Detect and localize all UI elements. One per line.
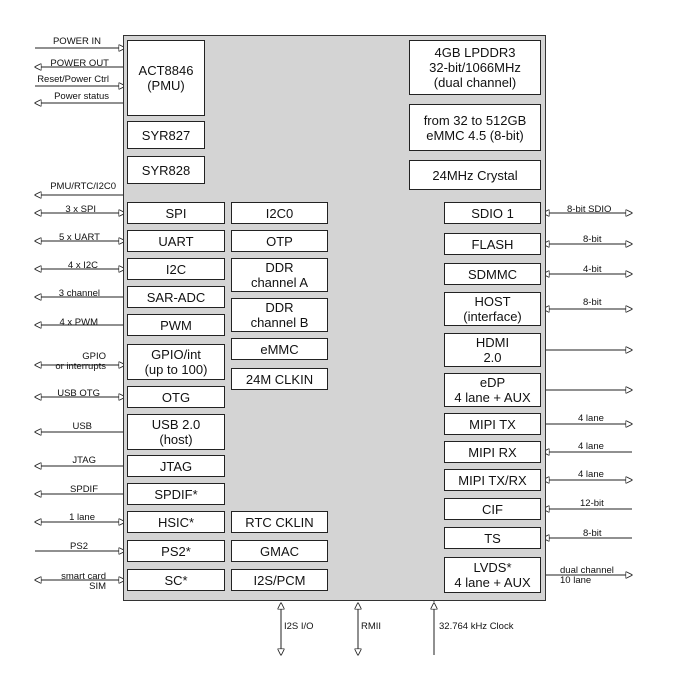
i2c0-block: I2C0 [231,202,328,224]
pmu-block: ACT8846 (PMU) [127,40,205,116]
emmc-memory-block: from 32 to 512GB eMMC 4.5 (8-bit) [409,104,541,151]
gmac-block: GMAC [231,540,328,562]
signal-label-rmii: RMII [361,621,382,632]
edp-block: eDP 4 lane + AUX [444,373,541,407]
emmc-controller-block: eMMC [231,338,328,360]
spi-block: SPI [127,202,225,224]
otp-block: OTP [231,230,328,252]
signal-label-rtc-clock: 32.764 kHz Clock [439,621,514,632]
rtc-clkin-block: RTC CKLIN [231,511,328,533]
signal-label-smart-card: smart card SIM [61,571,106,592]
mipi-txrx-block: MIPI TX/RX [444,469,541,491]
hdmi-block: HDMI 2.0 [444,333,541,367]
sdmmc-block: SDMMC [444,263,541,285]
signal-label-reset-power-ctrl: Reset/Power Ctrl [37,74,109,85]
signal-label-cif: 12-bit [580,498,604,509]
flash-block: FLASH [444,233,541,255]
lvds-block: LVDS* 4 lane + AUX [444,557,541,593]
signal-label-jtag: JTAG [72,455,96,466]
signal-label-ps2: PS2 [70,541,88,552]
signal-label-mipi-tx: 4 lane [578,413,604,424]
signal-label-uart: 5 x UART [58,232,100,243]
i2c-block: I2C [127,258,225,280]
signal-label-power-in: POWER IN [52,36,101,47]
syr828-block: SYR828 [127,156,205,184]
mipi-tx-block: MIPI TX [444,413,541,435]
signal-label-i2c: 4 x I2C [67,260,98,271]
gpio-block: GPIO/int (up to 100) [127,344,225,380]
crystal-24mhz-block: 24MHz Crystal [409,160,541,190]
ts-block: TS [444,527,541,549]
signal-label-hsic: 1 lane [69,512,95,523]
syr827-block: SYR827 [127,121,205,149]
usb-host-block: USB 2.0 (host) [127,414,225,450]
signal-label-power-out: POWER OUT [50,58,109,69]
smartcard-block: SC* [127,569,225,591]
pwm-block: PWM [127,314,225,336]
ddr-channel-b-block: DDR channel B [231,298,328,332]
ddr-channel-a-block: DDR channel A [231,258,328,292]
signal-label-spi: 3 x SPI [65,204,96,215]
signal-label-mipi-rx: 4 lane [578,441,604,452]
clkin-24m-block: 24M CLKIN [231,368,328,390]
signal-label-sdmmc: 4-bit [583,264,602,275]
signal-label-pmu-rtc-i2c0: PMU/RTC/I2C0 [50,181,116,192]
signal-label-usb: USB [72,421,92,432]
cif-block: CIF [444,498,541,520]
signal-label-host: 8-bit [583,297,602,308]
mipi-rx-block: MIPI RX [444,441,541,463]
jtag-block: JTAG [127,455,225,477]
signal-label-i2s-io: I2S I/O [284,621,314,632]
uart-block: UART [127,230,225,252]
hsic-block: HSIC* [127,511,225,533]
signal-label-ts: 8-bit [583,528,602,539]
ps2-block: PS2* [127,540,225,562]
signal-label-spdif: SPDIF [70,484,98,495]
signal-label-usb-otg: USB OTG [57,388,100,399]
saradc-block: SAR-ADC [127,286,225,308]
signal-label-flash: 8-bit [583,234,602,245]
signal-label-mipi-txrx: 4 lane [578,469,604,480]
spdif-block: SPDIF* [127,483,225,505]
signal-label-pwm: 4 x PWM [59,317,98,328]
host-interface-block: HOST (interface) [444,292,541,326]
signal-label-power-status: Power status [54,91,109,102]
otg-block: OTG [127,386,225,408]
signal-label-gpio: GPIO or interrupts [55,351,106,372]
lpddr3-memory-block: 4GB LPDDR3 32-bit/1066MHz (dual channel) [409,40,541,95]
signal-label-sdio: 8-bit SDIO [567,204,612,215]
signal-label-lvds: dual channel 10 lane [560,565,614,586]
signal-label-adc: 3 channel [58,288,100,299]
i2s-pcm-block: I2S/PCM [231,569,328,591]
sdio-block: SDIO 1 [444,202,541,224]
